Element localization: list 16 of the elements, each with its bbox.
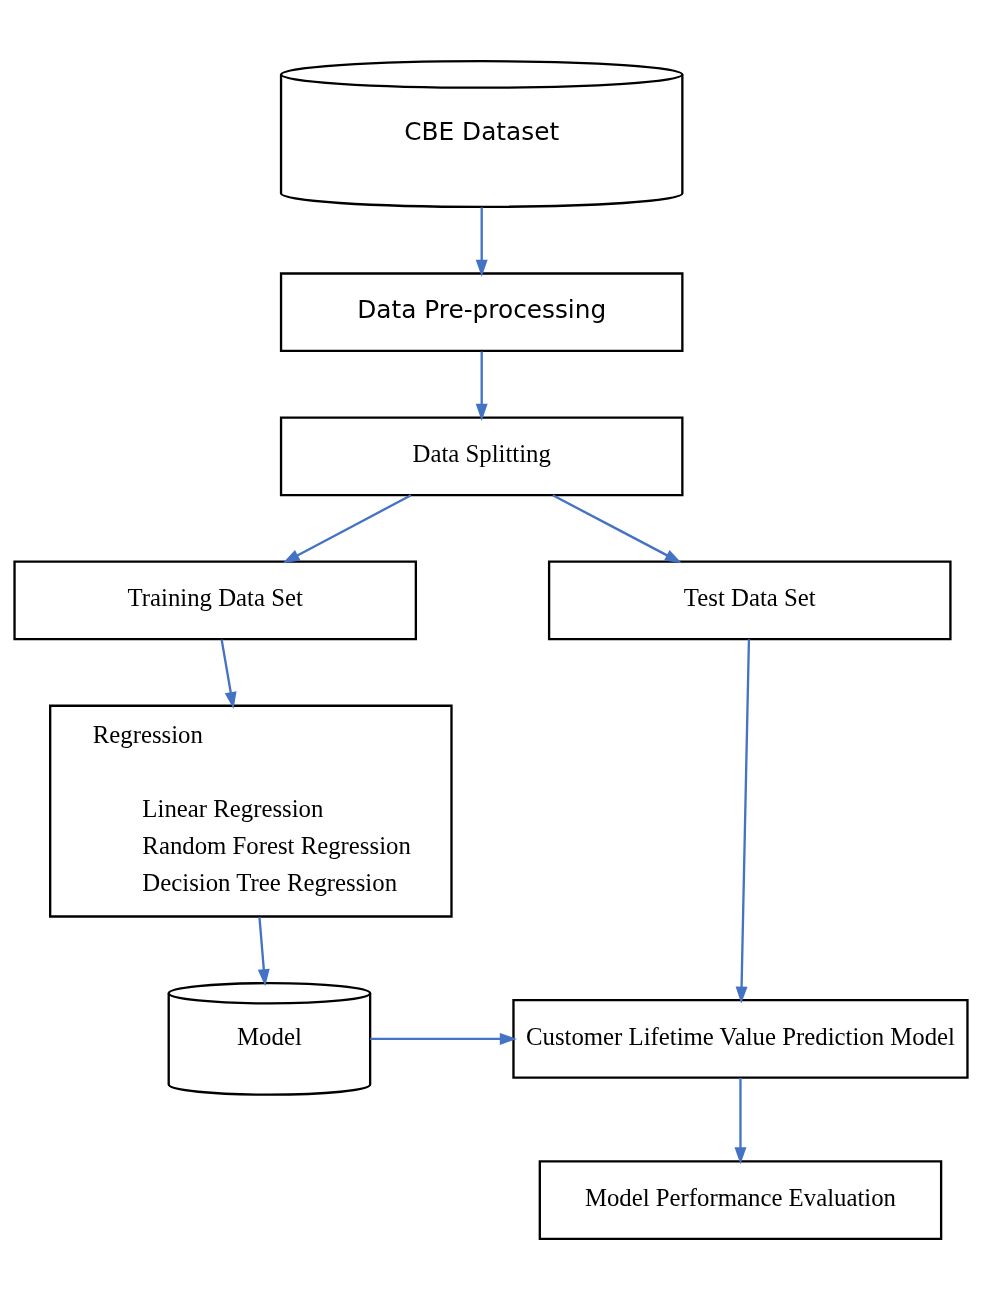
arrow: [734, 1077, 747, 1164]
node-box: Data Pre-processing: [279, 271, 684, 352]
arrow: [220, 638, 237, 709]
arrow: [475, 351, 488, 421]
arrow: [735, 638, 751, 1004]
arrow: [475, 206, 488, 277]
arrow: [370, 1032, 517, 1045]
node-box: Regression Linear Regression Random Forest Regression Decision Tree Regression: [49, 704, 453, 918]
node-box: Data Splitting: [279, 415, 684, 496]
arrow: [552, 493, 682, 563]
arrow: [257, 916, 270, 986]
node-box: Customer Lifetime Value Prediction Model: [512, 998, 969, 1079]
arrow: [282, 493, 412, 563]
node-box: Model Performance Evaluation: [538, 1159, 943, 1240]
node-box: Test Data Set: [547, 560, 952, 640]
node-box: Training Data Set: [13, 560, 417, 640]
